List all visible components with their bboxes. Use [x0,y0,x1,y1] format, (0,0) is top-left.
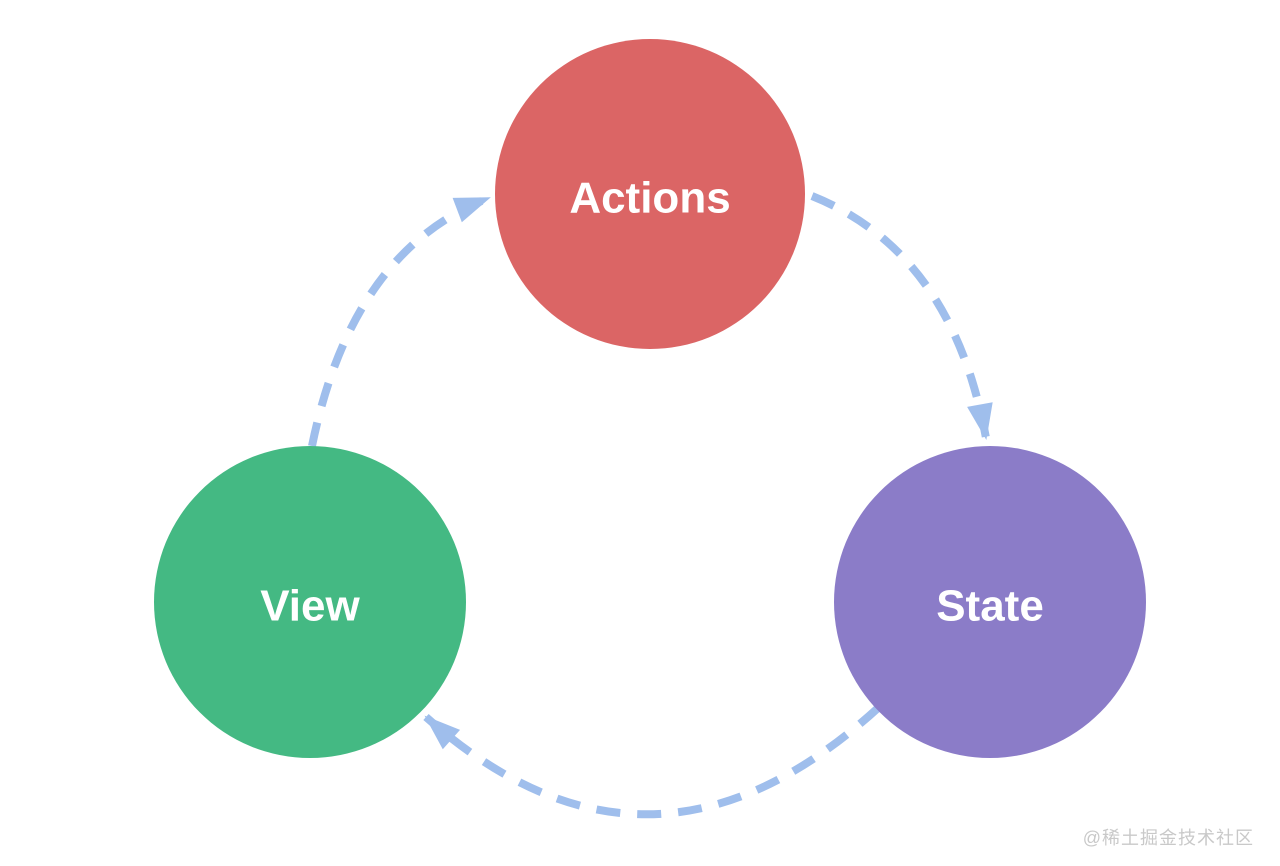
view-circle [154,446,466,758]
edge-actions-to-state [810,192,993,440]
watermark: @稀土掘金技术社区 [1082,828,1254,848]
node-actions: Actions [495,39,805,349]
node-view: View [154,446,466,758]
edge-state-to-view [423,705,881,819]
state-label: State [936,582,1044,631]
node-state: State [834,446,1146,758]
view-label: View [260,582,360,631]
edge-view-to-actions [308,194,491,447]
actions-label: Actions [569,174,730,223]
actions-circle [495,39,805,349]
state-circle [834,446,1146,758]
